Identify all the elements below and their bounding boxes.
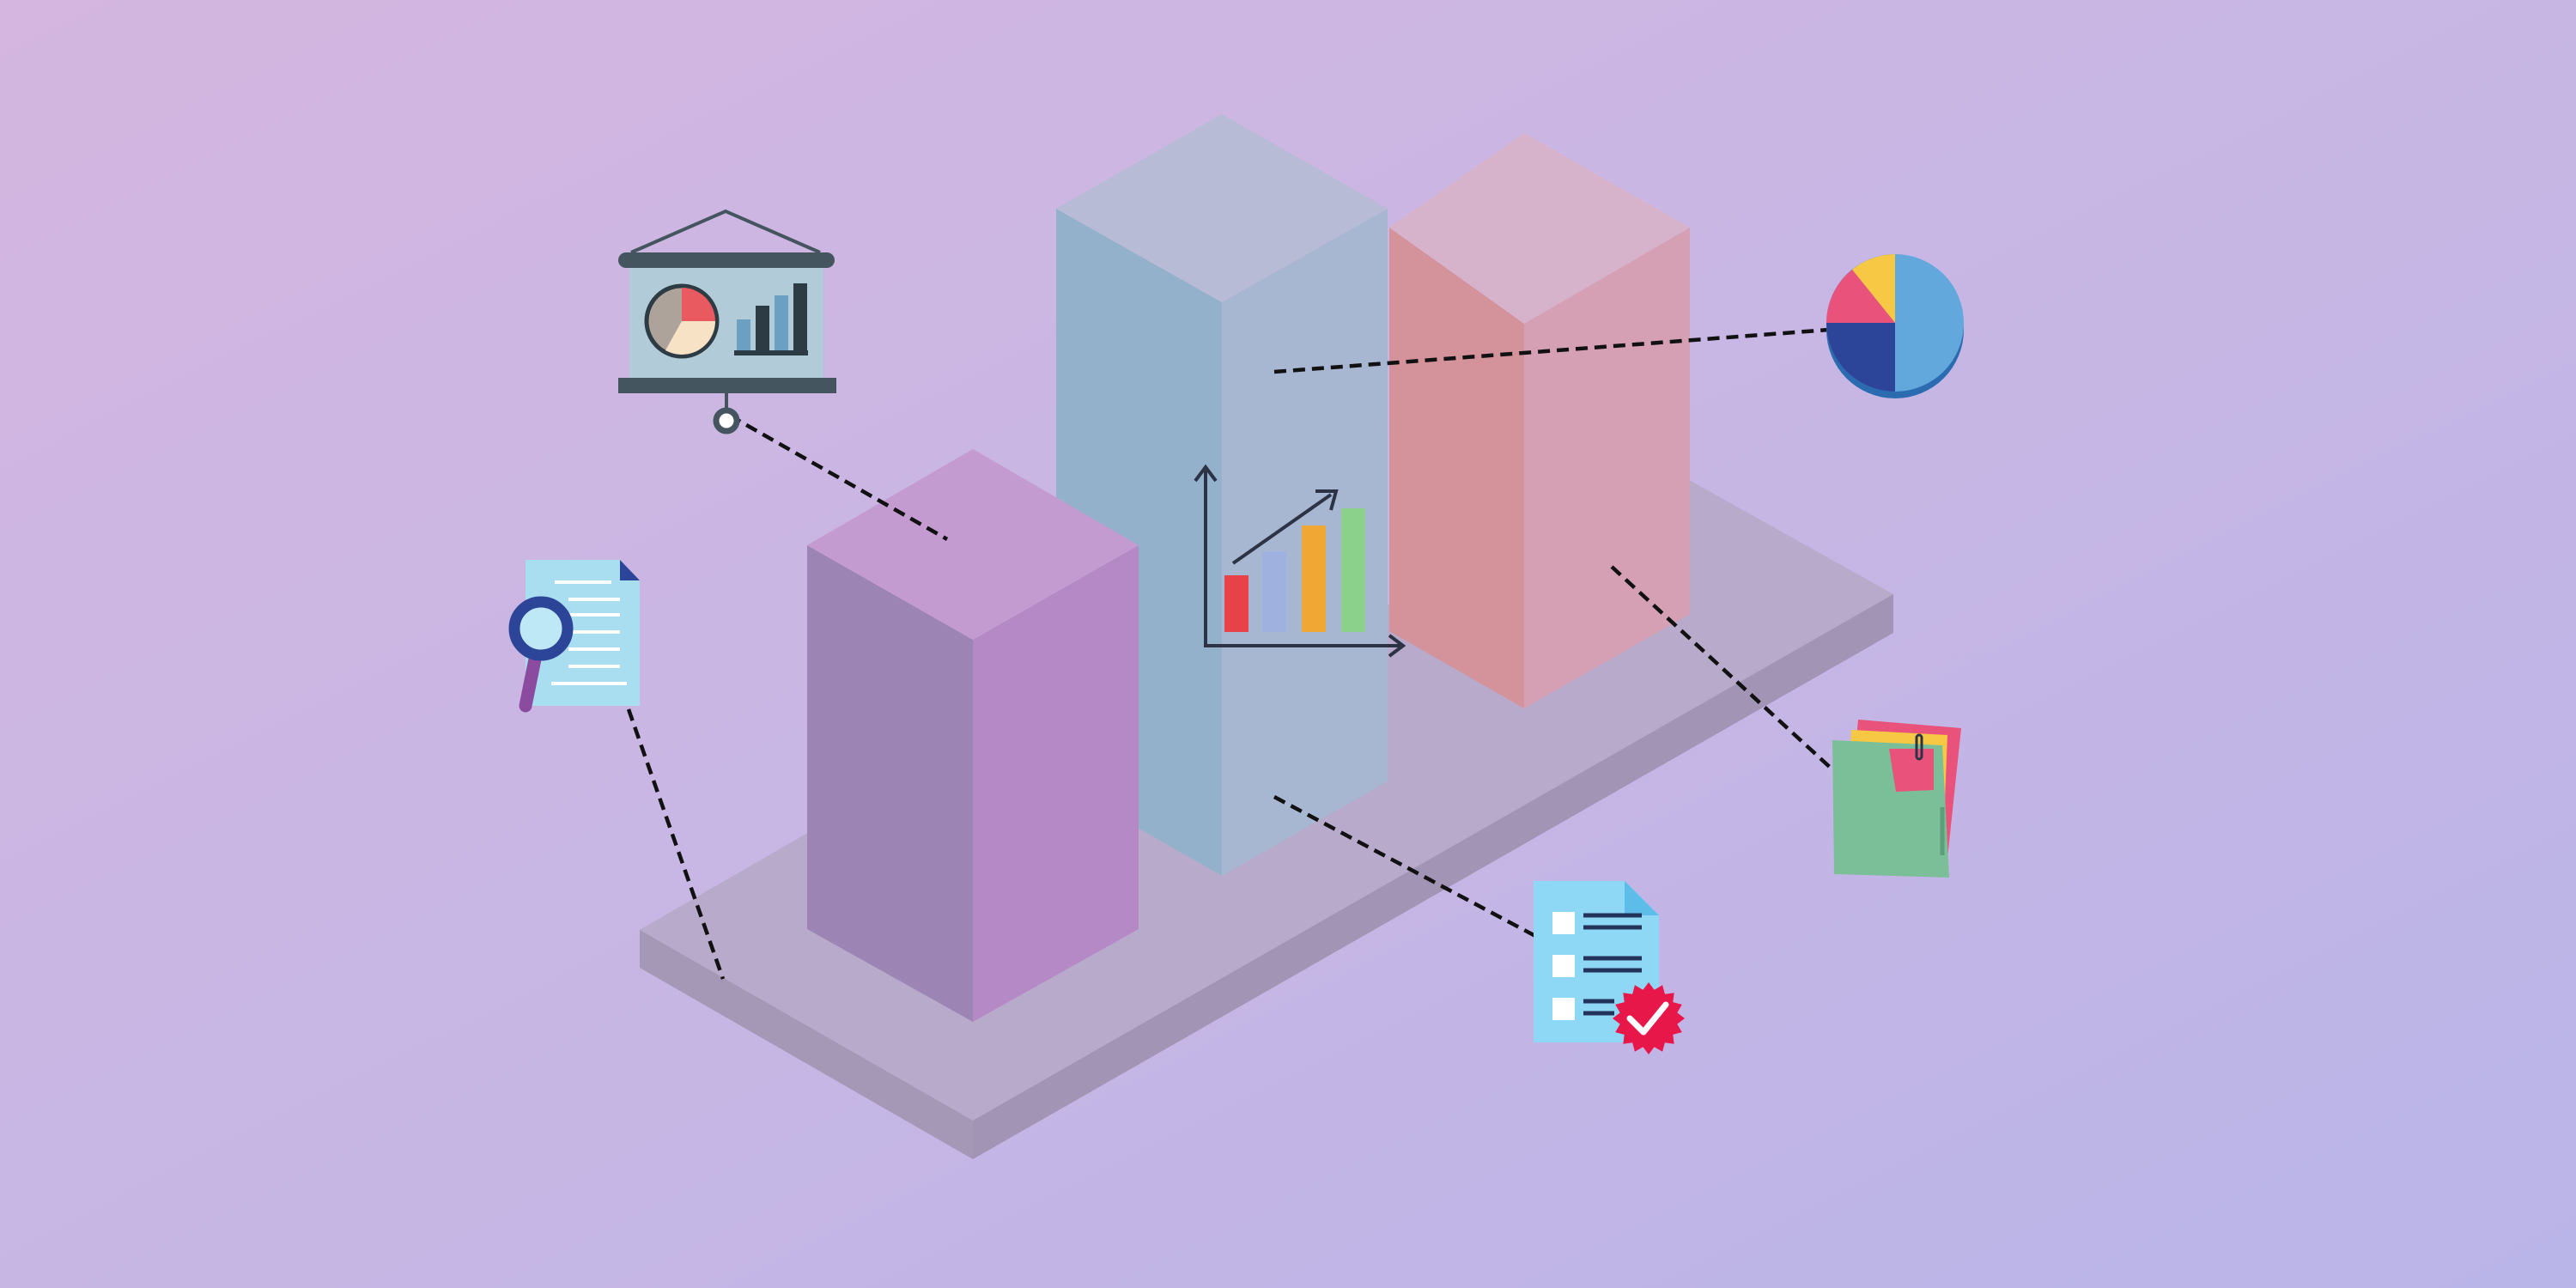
connector-folder xyxy=(1610,565,1835,772)
connector-checklist xyxy=(1273,795,1537,938)
connector-pie xyxy=(1273,327,1830,374)
growth-bar-chart-icon xyxy=(1194,464,1406,658)
bar-pink xyxy=(1389,133,1690,708)
magnifier-document-icon xyxy=(508,560,640,713)
sticky-notes-folder-icon xyxy=(1832,720,1961,878)
connector-magnifier xyxy=(626,708,726,980)
pie-chart-icon xyxy=(1826,254,1964,398)
checklist-badge-icon xyxy=(1534,881,1685,1054)
connector-presentation xyxy=(728,414,949,541)
bar-purple xyxy=(807,449,1139,1022)
connector-lines xyxy=(626,327,1835,980)
presentation-board-icon xyxy=(618,209,836,434)
